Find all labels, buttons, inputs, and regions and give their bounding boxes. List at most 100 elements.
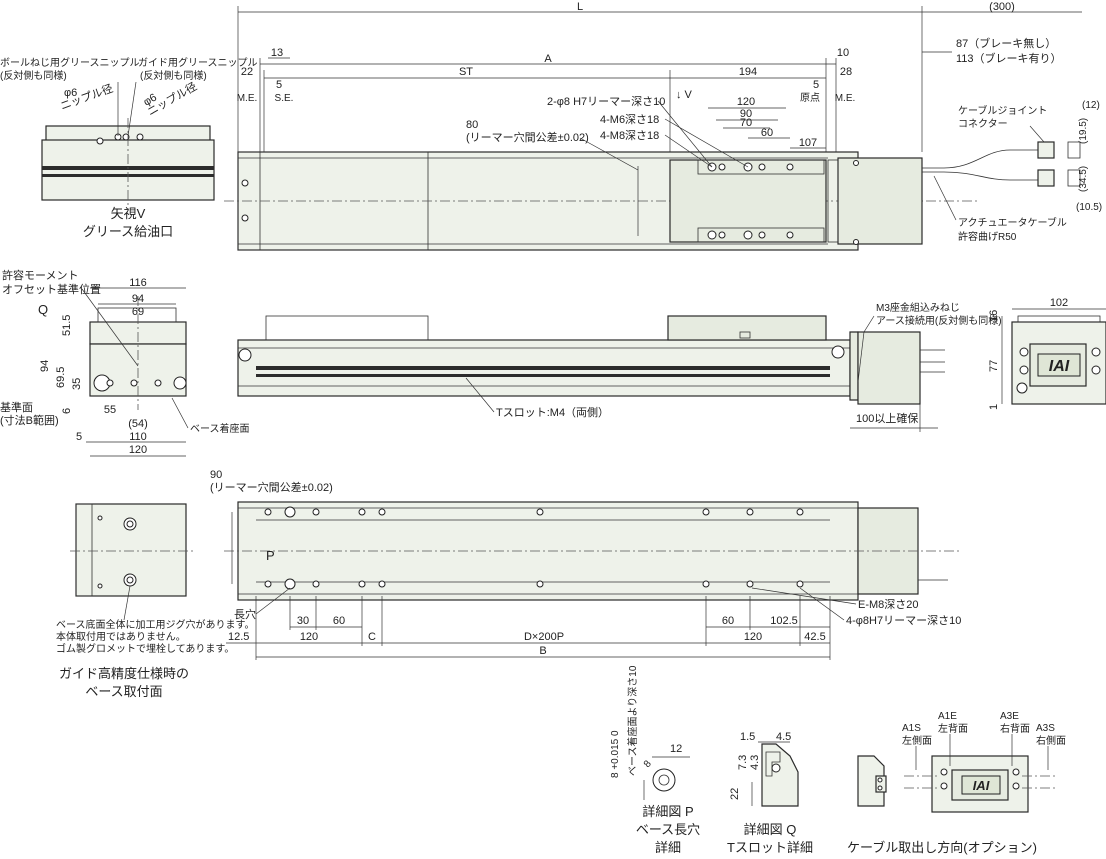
dim-90-bottom: 90: [210, 469, 222, 481]
grease-guide-2: (反対側も同様): [140, 69, 207, 82]
dim-69-5: 69.5: [55, 367, 67, 388]
dim-116: 116: [129, 277, 147, 289]
slider: [669, 159, 827, 243]
dim-194: 194: [739, 66, 757, 78]
guide-2: ベース取付面: [85, 684, 162, 699]
A3S: A3S: [1036, 723, 1055, 734]
act-cable-1: アクチュエータケーブル: [958, 216, 1067, 229]
A3E-sub: 右背面: [1000, 722, 1030, 735]
em8-label: E-M8深さ20: [858, 598, 919, 611]
cable-connector-1: [1037, 141, 1055, 159]
end-view-left: 許容モーメント オフセット基準位置 Q 116 94 69 51.5 94 69…: [0, 268, 250, 457]
viewV-title: 矢視V: [111, 206, 146, 221]
phi6-b: φ6: [142, 92, 159, 109]
A1E-sub: 左背面: [938, 722, 968, 735]
detail-P-title: 詳細図 P: [642, 804, 693, 819]
note-3: ゴム製グロメットで埋栓してあります。: [56, 642, 234, 655]
detail-Q-1-5: 1.5: [740, 731, 755, 743]
moment-2: オフセット基準位置: [2, 282, 101, 296]
dim-6: 6: [61, 408, 73, 414]
tol-90: (リーマー穴間公差±0.02): [210, 480, 333, 494]
A1S-sub: 左側面: [902, 734, 932, 747]
dim-A: A: [544, 53, 552, 65]
detail-P: ベース着座面より深さ10 8 +0.015 0 12 8 詳細図 P ベース長穴…: [610, 665, 700, 855]
note-1: ベース底面全体に加工用ジグ穴があります。: [56, 618, 255, 631]
moment-1: 許容モーメント: [2, 268, 79, 282]
A1S: A1S: [902, 723, 921, 734]
viewV-sub: グリース給油口: [83, 224, 173, 239]
cable-direction: IAI A1S 左側面 A1E 左背面 A3E 右背面 A3S 右側面 ケーブル…: [847, 711, 1066, 855]
detail-P-depth: ベース着座面より深さ10: [626, 665, 639, 776]
m3-screw-1: M3座金組込みねじ: [876, 301, 960, 314]
dim-51-5: 51.5: [61, 315, 73, 336]
dim-300: (300): [989, 1, 1015, 13]
m6-holes: 4-M6深さ18: [600, 113, 659, 126]
dim-10: 10: [837, 47, 849, 59]
detail-P-8b: 8: [642, 758, 654, 770]
detail-Q-4-5: 4.5: [776, 731, 791, 743]
arrow-V: ↓ V: [676, 89, 693, 101]
dim-120-left: 120: [129, 444, 147, 456]
iai-logo: [1037, 353, 1081, 377]
end-view-bottom: ベース底面全体に加工用ジグ穴があります。 本体取付用ではありません。 ゴム製グロ…: [56, 503, 255, 699]
dim-94-v: 94: [39, 360, 51, 372]
dim-L: L: [577, 1, 583, 13]
detail-Q-sub: Tスロット詳細: [727, 840, 813, 855]
detail-Q-4-3: 4.3: [749, 755, 761, 770]
dim-5-left: 5: [76, 431, 82, 443]
label-P: P: [266, 548, 275, 563]
A1E: A1E: [938, 711, 957, 722]
grease-ball-2: (反対側も同様): [0, 69, 67, 82]
dim-DxP: D×200P: [524, 631, 564, 643]
dim-102-5: 102.5: [770, 615, 798, 627]
m3-screw-2: アース接続用(反対側も同様): [876, 314, 1002, 327]
dim-22: 22: [241, 66, 253, 78]
cable-joint-2: コネクター: [958, 118, 1008, 130]
dim-110: 110: [129, 431, 147, 443]
reamer-2: 2-φ8 H7リーマー深さ10: [547, 95, 665, 108]
cable-dir-title: ケーブル取出し方向(オプション): [847, 840, 1037, 855]
dim-28: 28: [840, 66, 852, 78]
detail-P-sub: ベース長穴: [636, 822, 700, 837]
detail-P-12: 12: [670, 743, 682, 755]
tslot-label: Tスロット:M4（両側）: [496, 406, 609, 419]
dim-60b: 60: [722, 615, 734, 627]
dim-12-cable: (12): [1082, 100, 1100, 111]
tol-80: (リーマー穴間公差±0.02): [466, 130, 589, 144]
dim-100: 100以上確保: [856, 411, 918, 425]
cable-connector-2: [1037, 169, 1055, 187]
dim-94-h: 94: [132, 293, 144, 305]
dim-120-top: 120: [737, 96, 755, 108]
dim-5b: 5: [813, 79, 819, 91]
dim-55: 55: [104, 404, 116, 416]
grease-ball-1: ボールねじ用グリースニップル: [0, 56, 140, 69]
phi6-a: φ6: [64, 87, 77, 99]
ref-1: 基準面: [0, 400, 33, 414]
dim-12-5: 12.5: [228, 631, 249, 643]
motor: [837, 157, 923, 245]
dim-102: 102: [1050, 297, 1068, 309]
guide-1: ガイド高精度仕様時の: [59, 666, 189, 681]
label-SE: S.E.: [275, 93, 294, 104]
dim-30: 30: [297, 615, 309, 627]
dim-10-5: (10.5): [1076, 202, 1102, 213]
label-Q: Q: [38, 302, 48, 317]
dim-70-top: 70: [740, 117, 752, 129]
A3E: A3E: [1000, 711, 1019, 722]
label-origin: 原点: [800, 92, 820, 104]
dim-60a: 60: [333, 615, 345, 627]
dim-35: 35: [71, 378, 83, 390]
dim-54: (54): [128, 418, 148, 430]
brake-with: 113（ブレーキ有り）: [956, 51, 1062, 65]
dim-ST: ST: [459, 66, 473, 78]
dim-16: 16: [988, 310, 1000, 322]
end-view-right: IAI 102 16 77 1: [988, 297, 1106, 410]
dim-120a: 120: [300, 631, 318, 643]
top-view: L (300) A ST 194 13 22 5 10 28 5 M.E. S.…: [0, 1, 1102, 251]
dim-42-5: 42.5: [804, 631, 825, 643]
act-cable-2: 許容曲げR50: [958, 230, 1017, 243]
dim-19-5: (19.5): [1078, 118, 1089, 144]
view-V: ボールねじ用グリースニップル (反対側も同様) ガイド用グリースニップル (反対…: [0, 56, 258, 239]
dim-69-h: 69: [132, 306, 144, 318]
label-ME-left: M.E.: [237, 93, 258, 104]
